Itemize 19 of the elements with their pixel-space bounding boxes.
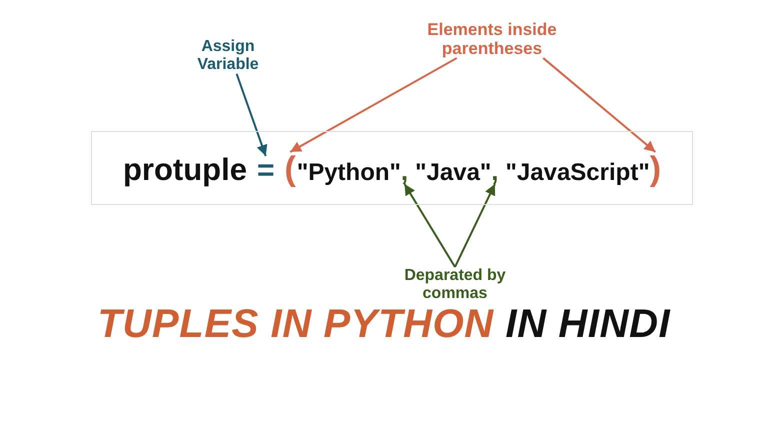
variable-name: protuple	[122, 154, 247, 185]
string-literal: "Java"	[415, 161, 492, 185]
string-literal: "JavaScript"	[506, 161, 650, 185]
arrow	[542, 57, 656, 153]
arrow	[454, 184, 496, 268]
annotation-label: Assign Variable	[192, 38, 264, 74]
opening-parenthesis: (	[284, 152, 296, 186]
arrow	[236, 73, 268, 156]
closing-parenthesis: )	[650, 152, 662, 186]
annotation-label: Elements inside parentheses	[412, 20, 572, 58]
annotation-label: Deparated by commas	[390, 267, 520, 303]
title: TUPLES IN PYTHON IN HINDI	[98, 302, 670, 346]
string-literal: "Python"	[296, 161, 401, 185]
equals-sign: =	[256, 156, 274, 186]
code-box	[91, 131, 693, 205]
arrow	[404, 183, 456, 268]
comma: ,	[400, 158, 408, 184]
arrow	[290, 57, 458, 153]
comma: ,	[491, 158, 499, 184]
